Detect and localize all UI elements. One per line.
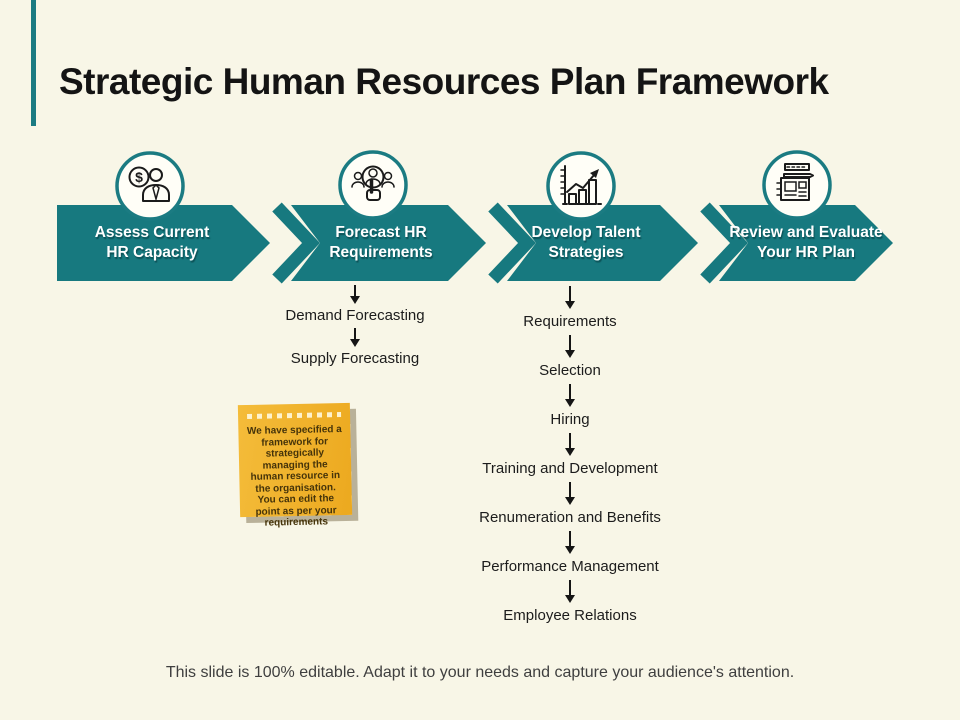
- down-arrow-icon: [565, 482, 575, 505]
- flow-step-label: Demand Forecasting: [285, 307, 425, 324]
- chevron-connector-icon: [488, 202, 536, 284]
- flow-step-label: Employee Relations: [503, 607, 637, 624]
- sticky-note-text: We have specified a framework for strate…: [246, 424, 342, 529]
- flow-step-label: Requirements: [523, 313, 617, 330]
- down-arrow-icon: [350, 285, 360, 304]
- businessman-dollar-icon[interactable]: $: [112, 148, 188, 224]
- growth-chart-icon[interactable]: [543, 148, 619, 224]
- process-step-label-2: Forecast HR Requirements: [329, 223, 433, 261]
- down-arrow-icon: [565, 531, 575, 554]
- process-step-label-1: Assess Current HR Capacity: [94, 223, 210, 261]
- down-arrow-icon: [565, 580, 575, 603]
- forecast-sub-flow: Demand Forecasting Supply Forecasting: [255, 283, 455, 369]
- flow-step-label: Hiring: [550, 411, 590, 428]
- down-arrow-icon: [565, 433, 575, 456]
- flow-step-label: Supply Forecasting: [290, 350, 420, 367]
- editable-caption: This slide is 100% editable. Adapt it to…: [165, 664, 795, 681]
- sticky-note[interactable]: We have specified a framework for strate…: [237, 402, 353, 529]
- chevron-connector-icon: [700, 202, 748, 284]
- process-arrow-shape-4[interactable]: [719, 205, 893, 281]
- process-arrow-shape-2[interactable]: [291, 205, 486, 281]
- down-arrow-icon: [565, 384, 575, 407]
- slide-title: Strategic Human Resources Plan Framework: [59, 60, 829, 102]
- title-accent-bar: [31, 0, 36, 126]
- talent-strategy-flow: Requirements Selection Hiring Training a…: [460, 283, 680, 626]
- down-arrow-icon: [565, 286, 575, 309]
- down-arrow-icon: [350, 328, 360, 347]
- down-arrow-icon: [565, 335, 575, 358]
- flow-step-label: Performance Management: [481, 558, 659, 575]
- process-arrow-shape-3[interactable]: [507, 205, 698, 281]
- talent-selection-icon[interactable]: [335, 147, 411, 223]
- flow-step-label: Selection: [539, 362, 601, 379]
- process-arrow-shape-1[interactable]: [57, 205, 270, 281]
- review-document-icon[interactable]: [759, 147, 835, 223]
- chevron-connector-icon: [272, 202, 320, 284]
- sticky-note-perforation: [247, 412, 342, 419]
- process-step-label-3: Develop Talent Strategies: [531, 223, 641, 261]
- process-arrow-band: [57, 202, 893, 284]
- flow-step-label: Renumeration and Benefits: [479, 509, 661, 526]
- svg-text:$: $: [135, 169, 143, 185]
- flow-step-label: Training and Development: [482, 460, 658, 477]
- process-step-label-4: Review and Evaluate Your HR Plan: [729, 223, 883, 261]
